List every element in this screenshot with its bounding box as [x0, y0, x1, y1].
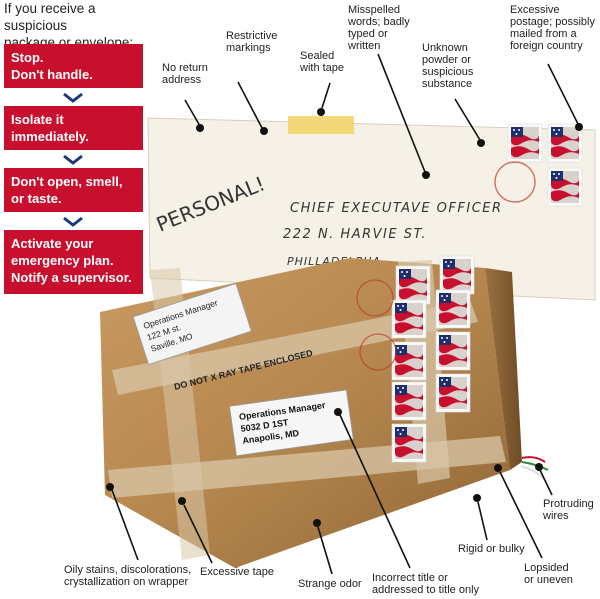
- callout-no-return-address: No return address: [162, 62, 208, 86]
- callout-line: Lopsided: [524, 562, 569, 574]
- leader-lines: [111, 53, 579, 575]
- callout-line: Restrictive: [226, 30, 278, 42]
- postmark: [356, 279, 394, 317]
- step-stop-line2: Don't handle.: [11, 67, 93, 82]
- intro-line1: If you receive a suspicious: [4, 1, 96, 33]
- leader-dots: [106, 108, 583, 527]
- chevron-down-icon: [63, 92, 83, 103]
- step-dont-open: Don't open, smell, or taste.: [4, 168, 143, 212]
- callout-line: Oily stains, discolorations,: [64, 564, 192, 576]
- callout-sealed-with-tape: Sealed with tape: [300, 50, 344, 74]
- stamp: [435, 373, 471, 413]
- step-activate-line1: Activate your: [11, 236, 94, 251]
- callout-line: address: [162, 74, 202, 86]
- callout-protruding-wires: Protruding wires: [543, 498, 594, 522]
- callout-line: wires: [543, 510, 569, 522]
- callout-misspelled-words: Misspelled words; badly typed or written: [348, 4, 410, 52]
- callout-line: Unknown: [422, 42, 468, 54]
- callout-line: mailed from a: [510, 28, 577, 40]
- stamp: [435, 331, 471, 371]
- callout-line: Misspelled: [348, 4, 400, 16]
- step-activate-line3: Notify a supervisor.: [11, 270, 132, 285]
- callout-line: Sealed: [300, 50, 335, 62]
- callout-line: typed or: [348, 28, 388, 40]
- stamp: [395, 265, 431, 305]
- callout-line: with tape: [300, 62, 345, 74]
- stamp: [507, 123, 543, 163]
- step-stop-line1: Stop.: [11, 50, 44, 65]
- callout-rigid-or-bulky: Rigid or bulky: [458, 543, 525, 555]
- callout-line: addressed to title only: [372, 584, 480, 596]
- wire: [521, 461, 549, 471]
- callout-line: Excessive: [510, 4, 560, 16]
- chevron-down-icon: [63, 154, 83, 165]
- callout-line: Incorrect title or: [372, 572, 448, 584]
- callout-line: substance: [422, 78, 473, 90]
- envelope-address-line2: 222 N. HARVIE ST.: [283, 227, 427, 242]
- wire: [521, 456, 546, 463]
- step-activate: Activate your emergency plan. Notify a s…: [4, 230, 143, 294]
- package-label-top: Operations Manager 122 M st. Saville, MO: [132, 283, 252, 365]
- stamp: [391, 423, 427, 463]
- callout-line: Rigid or bulky: [458, 543, 525, 555]
- package: Operations Manager 122 M st. Saville, MO…: [100, 255, 549, 568]
- callout-line: markings: [226, 42, 271, 54]
- postmark: [359, 333, 397, 371]
- callout-line: Protruding: [543, 498, 594, 510]
- callout-oily-stains: Oily stains, discolorations, crystalliza…: [64, 564, 191, 588]
- callout-line: No return: [162, 62, 208, 74]
- stamp: [391, 299, 427, 339]
- callout-strange-odor: Strange odor: [298, 578, 362, 590]
- callout-line: Strange odor: [298, 578, 362, 590]
- callout-line: Excessive tape: [200, 566, 274, 578]
- callout-lopsided: Lopsided or uneven: [524, 562, 573, 586]
- step-isolate: Isolate it immediately.: [4, 106, 143, 150]
- step-isolate-line2: immediately.: [11, 129, 89, 144]
- stamp: [435, 289, 471, 329]
- stamp: [391, 341, 427, 381]
- callout-restrictive-markings: Restrictive markings: [226, 30, 277, 54]
- stamp: [547, 167, 583, 207]
- callout-excessive-postage: Excessive postage; possibly mailed from …: [510, 4, 595, 52]
- package-tape: [112, 300, 478, 395]
- callout-incorrect-title: Incorrect title or addressed to title on…: [372, 572, 479, 596]
- step-stop: Stop. Don't handle.: [4, 44, 143, 88]
- chevron-down-icon: [63, 216, 83, 227]
- callout-excessive-tape: Excessive tape: [200, 566, 274, 578]
- stamp: [439, 255, 475, 295]
- callout-line: written: [348, 40, 381, 52]
- package-label-address: Operations Manager 5032 D 1ST Anapolis, …: [229, 389, 354, 457]
- callout-line: suspicious: [422, 66, 474, 78]
- callout-line: words; badly: [348, 16, 410, 28]
- envelope-address-line1: CHIEF EXECUTAVE OFFICER: [290, 201, 503, 216]
- step-isolate-line1: Isolate it: [11, 112, 64, 127]
- wire: [520, 465, 545, 479]
- callout-line: or uneven: [524, 574, 573, 586]
- postmark: [494, 161, 536, 203]
- step-activate-line2: emergency plan.: [11, 253, 114, 268]
- envelope: PERSONAL! CHIEF EXECUTAVE OFFICER 222 N.…: [147, 116, 596, 301]
- stamp: [391, 381, 427, 421]
- step-dont-open-line2: or taste.: [11, 191, 62, 206]
- callout-line: crystallization on wrapper: [64, 576, 189, 588]
- envelope-tape-strip: [288, 116, 354, 134]
- callout-line: powder or: [422, 54, 471, 66]
- callout-unknown-powder: Unknown powder or suspicious substance: [422, 42, 473, 90]
- callout-line: postage; possibly: [510, 16, 595, 28]
- step-dont-open-line1: Don't open, smell,: [11, 174, 123, 189]
- callout-line: foreign country: [510, 40, 583, 52]
